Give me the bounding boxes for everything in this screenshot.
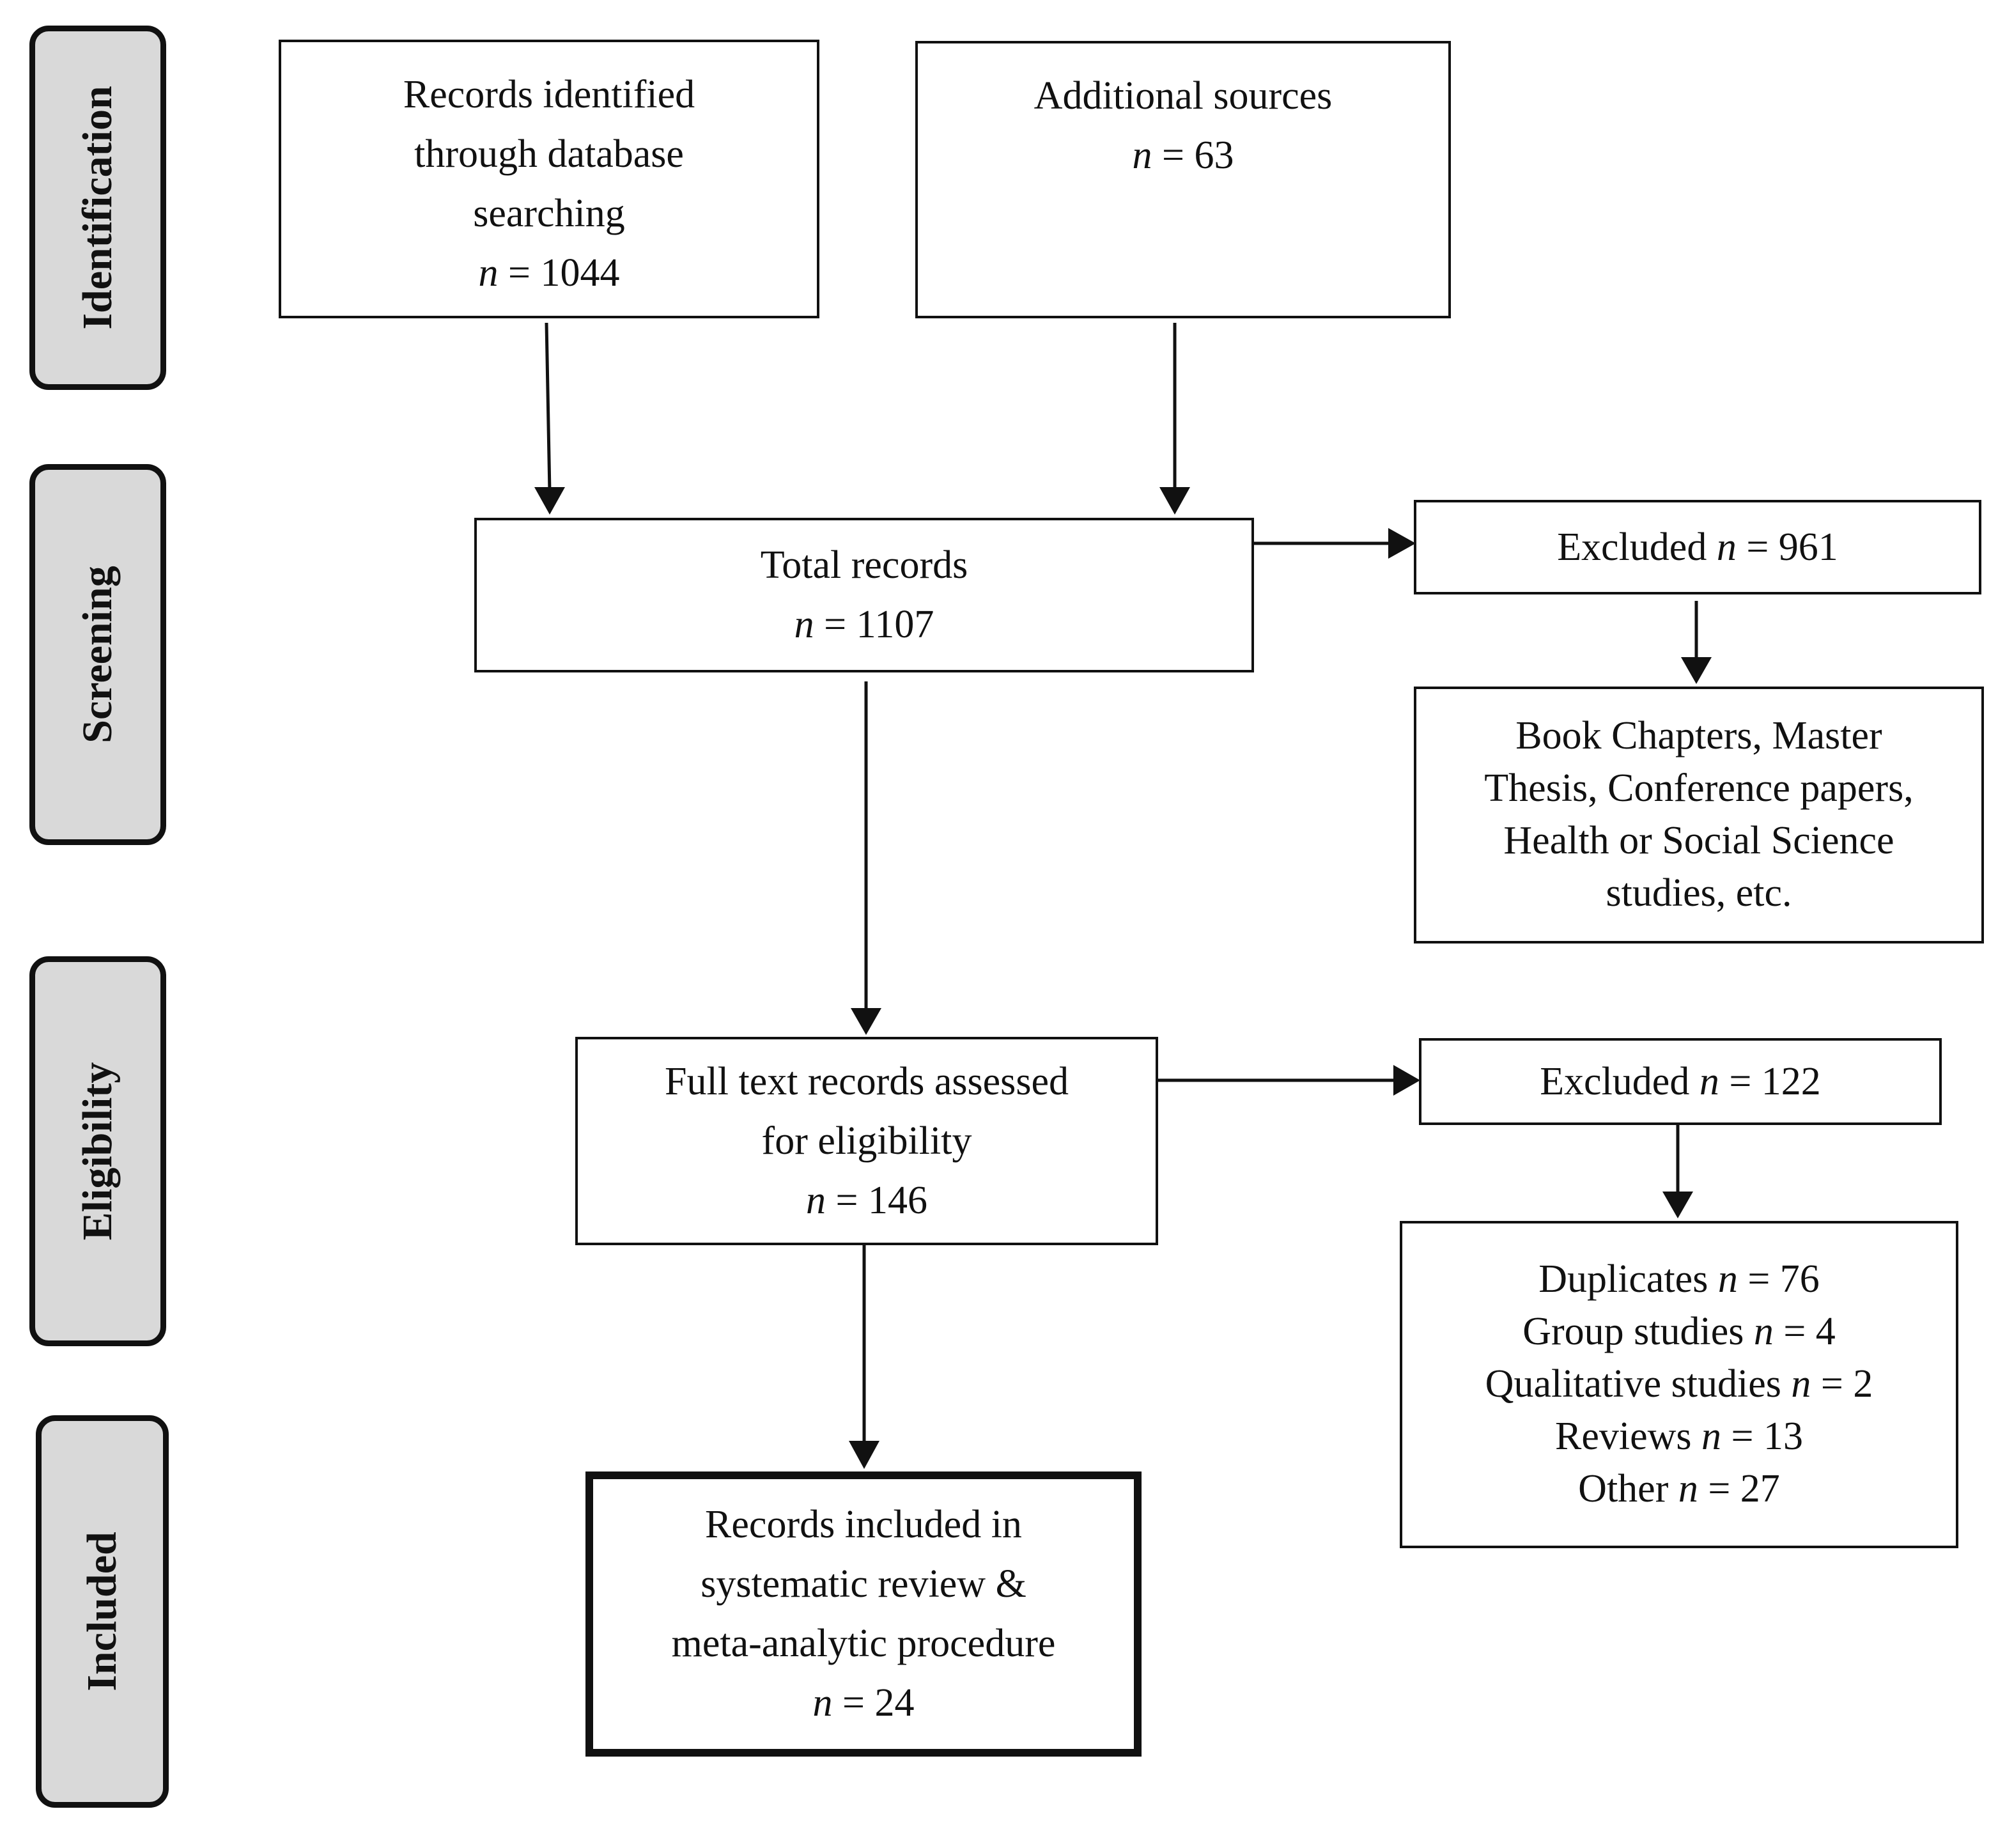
n-symbol: n — [812, 1681, 833, 1725]
count-value: = 2 — [1820, 1362, 1873, 1406]
count-value: = 27 — [1708, 1466, 1780, 1510]
box-text-line: searching — [473, 192, 625, 235]
arrowhead — [1159, 487, 1190, 515]
excluded-screening-box: Excluded n = 961 — [1414, 500, 1981, 594]
n-symbol: n — [1678, 1466, 1698, 1510]
excluded-label: Excluded — [1557, 525, 1707, 569]
count-value: = 24 — [842, 1681, 915, 1725]
count-value: = 1044 — [508, 251, 620, 295]
count-line: n = 63 — [1133, 126, 1234, 185]
n-symbol: n — [806, 1178, 826, 1222]
n-symbol: n — [1701, 1414, 1722, 1458]
excluded-eligibility-detail-box: Duplicates n = 76 Group studies n = 4 Qu… — [1400, 1221, 1958, 1548]
n-symbol: n — [1791, 1362, 1811, 1406]
box-text-line: Health or Social Science — [1503, 819, 1894, 862]
box-text-line: for eligibility — [761, 1119, 972, 1163]
stage-identification: Identification — [29, 26, 166, 390]
arrow-database-to-total — [545, 322, 552, 493]
arrowhead — [1388, 528, 1416, 559]
arrowhead — [1393, 1065, 1420, 1096]
arrowhead — [534, 487, 565, 515]
records-included-box: Records included in systematic review & … — [585, 1471, 1142, 1757]
box-text-line: Additional sources — [1034, 74, 1333, 118]
reason-label: Reviews — [1555, 1414, 1692, 1458]
exclusion-reason: Reviews n = 13 — [1555, 1411, 1803, 1463]
box-text-line: systematic review & — [701, 1562, 1026, 1606]
count-line: n = 24 — [813, 1673, 915, 1733]
n-symbol: n — [794, 603, 814, 646]
n-symbol: n — [1753, 1310, 1774, 1354]
exclusion-reason: Qualitative studies n = 2 — [1485, 1358, 1873, 1411]
box-text-line: Book Chapters, Master — [1515, 714, 1882, 758]
arrowhead — [849, 1441, 879, 1469]
box-text-line: Records identified — [403, 73, 695, 116]
count-value: = 122 — [1729, 1059, 1821, 1103]
box-text-line: studies, etc. — [1606, 871, 1792, 915]
box-text-line: Records included in — [705, 1503, 1022, 1546]
count-line: n = 146 — [806, 1171, 927, 1231]
count-value: = 1107 — [824, 603, 934, 646]
reason-label: Qualitative studies — [1485, 1362, 1781, 1406]
count-line: n = 1044 — [479, 244, 620, 303]
box-text-line: Thesis, Conference papers, — [1484, 766, 1914, 811]
exclusion-reason: Duplicates n = 76 — [1538, 1254, 1820, 1306]
excluded-label: Excluded — [1540, 1059, 1690, 1103]
stage-eligibility-label: Eligibility — [74, 1062, 121, 1241]
arrowhead — [851, 1008, 881, 1035]
arrowhead — [1662, 1192, 1693, 1218]
exclusion-reason: Group studies n = 4 — [1522, 1306, 1836, 1358]
arrowhead — [1681, 657, 1712, 684]
excluded-screening-detail-box: Book Chapters, Master Thesis, Conference… — [1414, 687, 1984, 943]
additional-sources-box: Additional sources n = 63 — [915, 41, 1451, 318]
box-text-line: Full text records assessed — [665, 1059, 1069, 1103]
box-text-line: meta-analytic procedure — [671, 1622, 1056, 1665]
count-value: = 961 — [1746, 525, 1838, 569]
stage-eligibility: Eligibility — [29, 956, 166, 1346]
total-records-box: Total records n = 1107 — [474, 518, 1254, 672]
exclusion-reason: Other n = 27 — [1578, 1463, 1780, 1516]
n-symbol: n — [1132, 134, 1152, 177]
count-value: = 13 — [1731, 1414, 1803, 1458]
count-line: n = 1107 — [794, 595, 934, 655]
box-text-line: Total records — [760, 543, 968, 587]
stage-screening: Screening — [29, 464, 166, 845]
full-text-assessed-box: Full text records assessed for eligibili… — [575, 1037, 1158, 1245]
box-text-line: through database — [414, 132, 684, 176]
stage-included-label: Included — [79, 1532, 125, 1691]
reason-label: Other — [1578, 1466, 1669, 1510]
n-symbol: n — [1716, 525, 1737, 569]
reason-label: Duplicates — [1538, 1257, 1708, 1301]
count-value: = 4 — [1783, 1310, 1836, 1354]
n-symbol: n — [1717, 1257, 1738, 1301]
n-symbol: n — [478, 251, 499, 295]
stage-included: Included — [36, 1415, 169, 1808]
count-value: = 63 — [1162, 134, 1234, 177]
excluded-eligibility-box: Excluded n = 122 — [1419, 1038, 1942, 1125]
count-line: Excluded n = 961 — [1557, 518, 1838, 577]
reason-label: Group studies — [1522, 1310, 1744, 1354]
database-records-box: Records identified through database sear… — [279, 40, 819, 318]
count-value: = 76 — [1747, 1257, 1820, 1301]
n-symbol: n — [1699, 1059, 1719, 1103]
stage-screening-label: Screening — [74, 566, 121, 743]
stage-identification-label: Identification — [74, 86, 121, 330]
count-line: Excluded n = 122 — [1540, 1052, 1821, 1112]
count-value: = 146 — [835, 1178, 927, 1222]
